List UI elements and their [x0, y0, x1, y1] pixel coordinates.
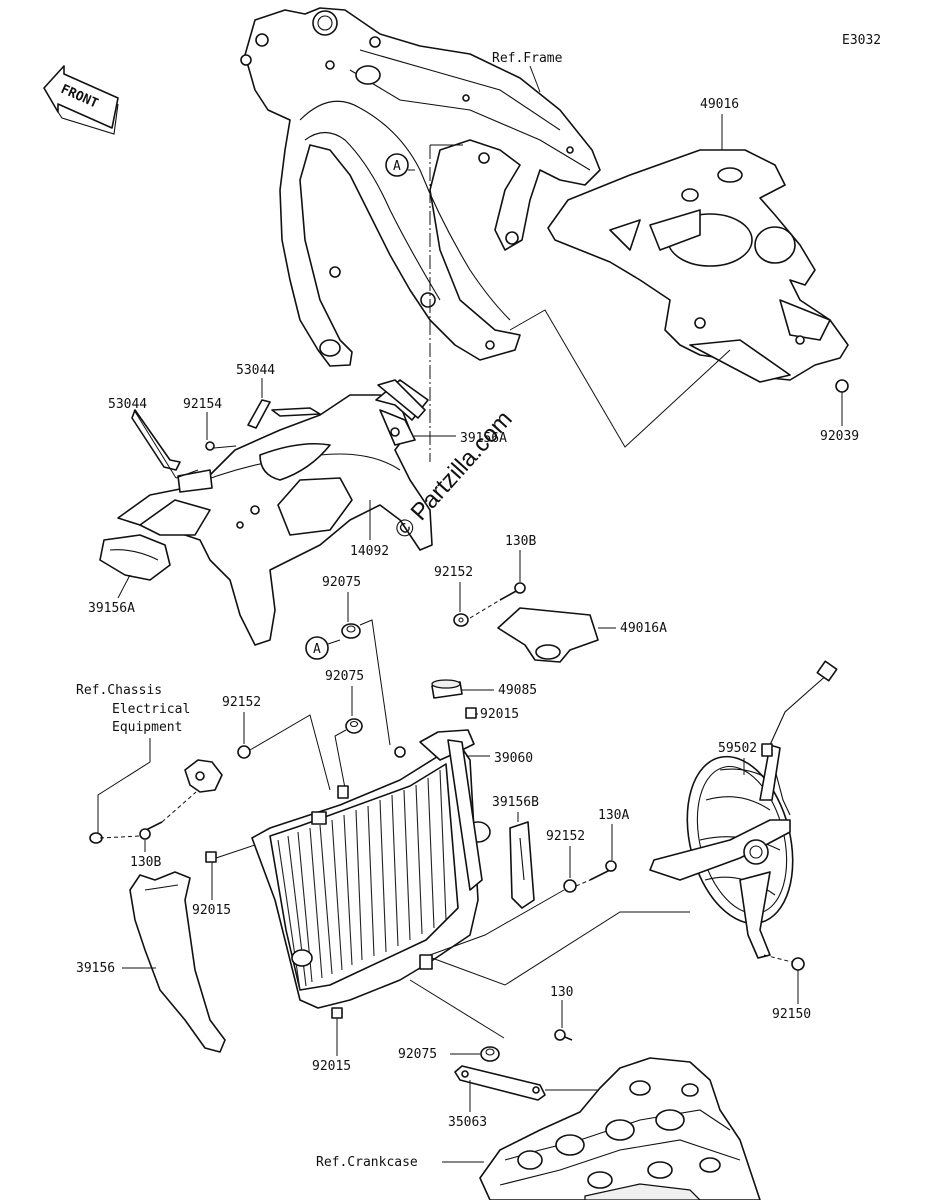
grommet-92075-top [341, 623, 361, 639]
label-35063: 35063 [448, 1115, 487, 1130]
callout-a-lower-label: A [313, 642, 321, 657]
grommet-92075-mid [345, 718, 363, 734]
ref-chassis-line2: Electrical [112, 702, 190, 717]
diagram-code: E3032 [842, 33, 881, 48]
label-39156A-left: 39156A [88, 601, 135, 616]
fan-59502 [649, 660, 838, 959]
cover-39156 [129, 871, 226, 1053]
label-130A: 130A [598, 808, 629, 823]
bracket-35063 [454, 1065, 546, 1101]
label-39156B: 39156B [492, 795, 539, 810]
grommet-92152-left [237, 745, 251, 759]
label-92152-top: 92152 [434, 565, 473, 580]
hose-39060 [447, 739, 483, 891]
crankcase [479, 1057, 761, 1200]
label-92015-top: 92015 [480, 707, 519, 722]
label-59502: 59502 [718, 741, 757, 756]
grommet-92152-right [563, 879, 577, 893]
label-92075-mid: 92075 [325, 669, 364, 684]
clip-53044-mid [247, 399, 321, 429]
label-39156: 39156 [76, 961, 115, 976]
bolt-130A [589, 860, 617, 881]
heat-shield-49016 [547, 149, 849, 383]
clip-92015-top [465, 707, 477, 719]
label-130: 130 [550, 985, 573, 1000]
label-92075-bottom: 92075 [398, 1047, 437, 1062]
bolt-130 [554, 1029, 573, 1041]
label-92075-top: 92075 [322, 575, 361, 590]
label-49016A: 49016A [620, 621, 667, 636]
label-92015-left: 92015 [192, 903, 231, 918]
connector-bracket [184, 759, 223, 793]
ref-chassis-line3: Equipment [112, 720, 182, 735]
callout-a-top: A [385, 153, 415, 177]
clip-92015-bottom [331, 1007, 343, 1019]
label-53044-left: 53044 [108, 397, 147, 412]
cap-49085 [431, 679, 463, 699]
callout-a-lower: A [305, 636, 341, 660]
label-39060: 39060 [494, 751, 533, 766]
bolt-92039 [835, 379, 849, 393]
label-130B-top: 130B [505, 534, 536, 549]
label-53044-mid: 53044 [236, 363, 275, 378]
clip-92015-left [205, 851, 217, 863]
label-130B-left: 130B [130, 855, 161, 870]
label-92152-right: 92152 [546, 829, 585, 844]
label-92039: 92039 [820, 429, 859, 444]
bracket-39156A-top [377, 379, 426, 419]
label-92152-left: 92152 [222, 695, 261, 710]
label-92015-bottom: 92015 [312, 1059, 351, 1074]
front-arrow-icon: FRONT [43, 65, 119, 135]
screw-92154 [205, 441, 215, 451]
bolt-92150 [763, 954, 805, 971]
grommet-92075-bottom [480, 1046, 500, 1062]
label-49085: 49085 [498, 683, 537, 698]
ref-frame-label: Ref.Frame [492, 51, 563, 66]
grommet-92152-top [453, 613, 469, 627]
label-39156A-top: 39156A [460, 431, 507, 446]
radiator [251, 729, 491, 1009]
plate-49016A [497, 607, 599, 663]
label-92154: 92154 [183, 397, 222, 412]
ref-crankcase-label: Ref.Crankcase [316, 1155, 418, 1170]
clip-53044-left [131, 409, 181, 471]
bolt-130B-left [139, 821, 163, 840]
cover-14092 [117, 379, 433, 646]
radiator-outlet [291, 949, 313, 967]
label-49016: 49016 [700, 97, 739, 112]
callout-a-label: A [393, 159, 401, 174]
bolt-130B-top [499, 582, 526, 601]
label-92150: 92150 [772, 1007, 811, 1022]
bracket-39156A-left [99, 534, 171, 581]
ref-chassis-line1: Ref.Chassis [76, 683, 162, 698]
bracket-39156B [509, 821, 535, 909]
label-14092: 14092 [350, 544, 389, 559]
frame-drawing [240, 7, 601, 367]
